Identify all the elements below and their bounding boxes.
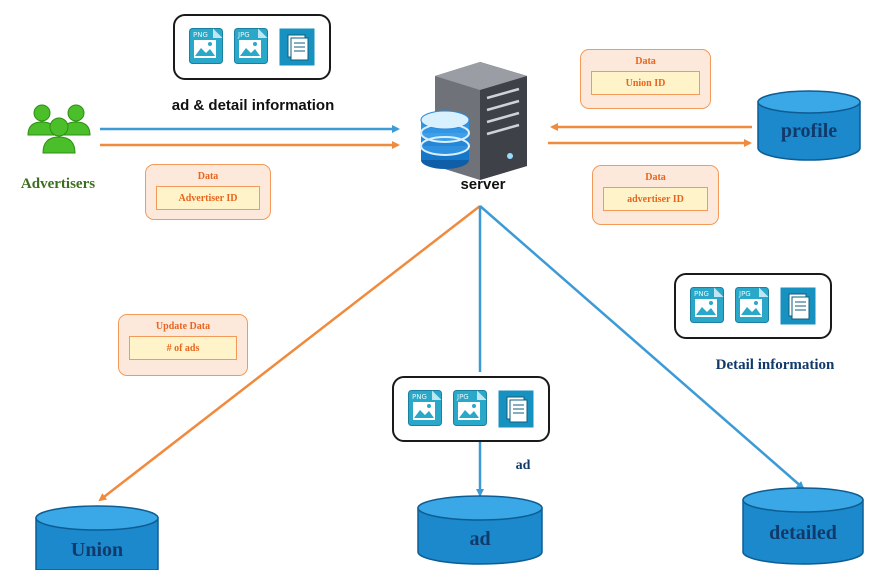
database-label: detailed xyxy=(769,522,837,544)
png-file-icon: PNG xyxy=(189,28,225,66)
arrow-server-to-union xyxy=(98,205,481,502)
svg-text:JPG: JPG xyxy=(456,393,469,401)
card-title: Update Data xyxy=(155,321,211,332)
advertisers-icon xyxy=(20,101,100,161)
jpg-file-icon: JPG xyxy=(234,28,270,66)
card-value: # of ads xyxy=(129,336,237,360)
svg-text:PNG: PNG xyxy=(193,31,208,39)
ad-icon-group: PNG JPG xyxy=(392,376,550,442)
update-data-card: Update Data # of ads xyxy=(118,314,248,376)
advertiser-id-data-card: Data Advertiser ID xyxy=(145,164,271,220)
document-icon xyxy=(279,28,315,66)
png-file-icon: PNG xyxy=(408,390,444,428)
card-title: Data xyxy=(197,171,219,182)
arrow-server-to-detailed xyxy=(479,205,805,490)
server-label: server xyxy=(460,176,506,193)
profile-database: profile xyxy=(756,90,862,162)
database-label: Union xyxy=(70,539,124,561)
database-label: profile xyxy=(780,120,838,142)
card-title: Data xyxy=(645,172,666,183)
document-icon xyxy=(498,390,534,428)
document-icon xyxy=(780,287,816,325)
jpg-file-icon: JPG xyxy=(735,287,771,325)
detail-information-icon-group: PNG JPG xyxy=(674,273,832,339)
database-label: ad xyxy=(469,528,491,550)
svg-text:PNG: PNG xyxy=(694,290,709,298)
card-value: Advertiser ID xyxy=(156,186,260,210)
ad-detail-info-label: ad & detail information xyxy=(171,97,335,114)
server-icon xyxy=(415,58,540,188)
svg-text:PNG: PNG xyxy=(412,393,427,401)
svg-text:JPG: JPG xyxy=(237,31,250,39)
ad-flow-label: ad xyxy=(515,458,531,473)
union-database: Union xyxy=(34,504,160,571)
detail-information-label: Detail information xyxy=(715,357,835,373)
card-title: Data xyxy=(635,56,656,67)
jpg-file-icon: JPG xyxy=(453,390,489,428)
ad-database: ad xyxy=(416,494,544,566)
advertisers-label: Advertisers xyxy=(20,176,96,192)
union-id-data-card: Data Union ID xyxy=(580,49,711,109)
card-value: Union ID xyxy=(591,71,700,95)
advertiser-id-data-card-right: Data advertiser ID xyxy=(592,165,719,225)
png-file-icon: PNG xyxy=(690,287,726,325)
svg-text:JPG: JPG xyxy=(738,290,751,298)
ad-detail-icon-group: PNG JPG xyxy=(173,14,331,80)
detailed-database: detailed xyxy=(741,486,865,566)
card-value: advertiser ID xyxy=(603,187,708,211)
